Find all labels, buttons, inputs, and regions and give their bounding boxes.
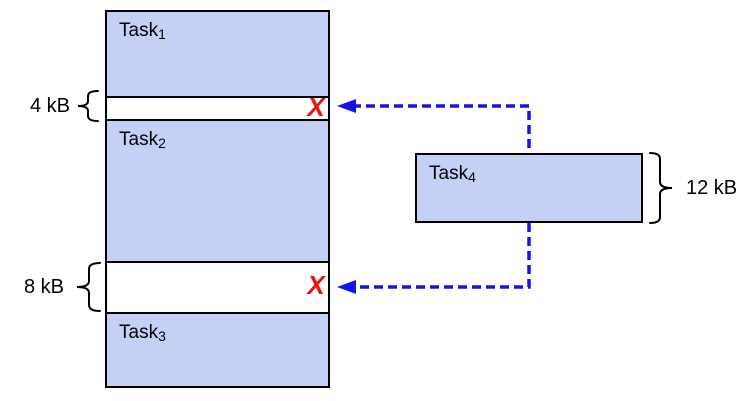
- reject-x-gap2: X: [307, 270, 325, 300]
- arrowhead-top-icon: [337, 99, 356, 113]
- task2-block: Task2: [105, 119, 330, 263]
- task3-label: Task3: [119, 322, 166, 344]
- reject-x-gap1: X: [307, 92, 325, 122]
- task1-block: Task1: [105, 10, 330, 98]
- arrowhead-bottom-icon: [337, 280, 356, 294]
- brace-12kb-icon: [649, 152, 673, 224]
- brace-4kb-icon: [77, 90, 99, 122]
- task3-block: Task3: [105, 312, 330, 388]
- task4-block: Task4: [415, 153, 643, 223]
- task1-label: Task1: [119, 20, 166, 42]
- task4-size-label: 12 kB: [686, 177, 738, 199]
- gap2-size-label: 8 kB: [23, 276, 64, 298]
- gap1-size-label: 4 kB: [29, 95, 70, 117]
- task2-label: Task2: [119, 129, 166, 151]
- brace-8kb-icon: [76, 262, 101, 312]
- task4-label: Task4: [429, 163, 476, 185]
